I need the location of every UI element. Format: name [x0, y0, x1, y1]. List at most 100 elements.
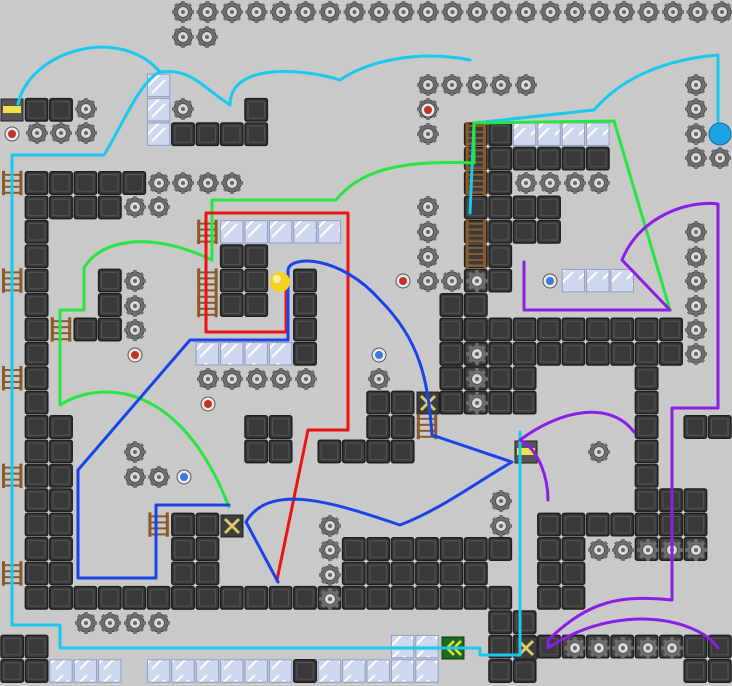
- cog-icon: [588, 1, 611, 23]
- wall-block-icon: [418, 564, 436, 583]
- wall-block-icon: [125, 174, 143, 192]
- wall-block-icon: [442, 589, 461, 607]
- wall-block-icon: [247, 418, 265, 436]
- wall-block-icon: [634, 512, 659, 537]
- wall-block-icon: [27, 540, 46, 558]
- wall-block-icon: [537, 146, 561, 171]
- wall-block-icon: [467, 589, 485, 607]
- mine-icon: [4, 126, 20, 142]
- wall-block-icon: [345, 540, 363, 558]
- wall-block-icon: [442, 393, 461, 412]
- wall-block-icon: [439, 561, 464, 586]
- wall-block-icon: [711, 662, 729, 680]
- wall-block-icon: [0, 659, 25, 683]
- wall-block-icon: [488, 317, 513, 342]
- cog-icon: [221, 368, 243, 390]
- wall-block-icon: [101, 271, 119, 290]
- wall-block-icon: [247, 442, 265, 461]
- wall-block-icon: [73, 195, 98, 220]
- cog-icon: [637, 539, 659, 561]
- cog-icon: [246, 368, 268, 390]
- wall-block-icon: [369, 540, 387, 558]
- cog-icon: [75, 612, 97, 634]
- wall-block-icon: [537, 561, 561, 586]
- purple-path: [518, 201, 720, 650]
- wall-block-icon: [512, 219, 537, 244]
- cog-icon: [588, 637, 610, 659]
- wall-block-icon: [97, 585, 122, 610]
- blue-path: [76, 259, 514, 584]
- cog-icon: [196, 26, 218, 48]
- wall-block-icon: [369, 418, 387, 436]
- wall-block-icon: [561, 537, 586, 561]
- cog-icon: [685, 147, 707, 169]
- ladder-icon: [465, 219, 486, 244]
- wall-block-icon: [198, 515, 217, 534]
- wall-block-icon: [293, 293, 317, 317]
- ladder-icon: [465, 170, 486, 196]
- wall-block-icon: [27, 418, 46, 436]
- mine-icon: [420, 102, 436, 118]
- glass-block-icon: [220, 659, 244, 683]
- wall-block-icon: [683, 512, 708, 537]
- wall-block-icon: [97, 171, 122, 195]
- wall-block-icon: [52, 564, 70, 583]
- wall-block-icon: [442, 540, 461, 558]
- wall-block-icon: [73, 585, 98, 610]
- wall-block-icon: [52, 540, 70, 558]
- wall-block-icon: [537, 512, 561, 537]
- wall-block-icon: [683, 659, 708, 683]
- glass-block-icon: [561, 268, 586, 293]
- wall-block-icon: [24, 512, 49, 537]
- wall-block-icon: [613, 345, 631, 363]
- glass-block-icon: [610, 268, 634, 293]
- cog-icon: [124, 441, 146, 463]
- wall-block-icon: [219, 122, 244, 147]
- wall-block-icon: [76, 174, 95, 192]
- wall-block-icon: [24, 415, 49, 439]
- wall-block-icon: [24, 317, 49, 342]
- wall-block-icon: [122, 585, 147, 610]
- glass-block-icon: [317, 659, 342, 683]
- cog-icon: [685, 246, 707, 268]
- wall-block-icon: [634, 415, 659, 439]
- cog-icon: [417, 1, 439, 23]
- player-ball-icon[interactable]: [708, 122, 732, 146]
- wall-block-icon: [537, 219, 561, 244]
- wall-block-icon: [195, 561, 220, 586]
- cog-icon: [148, 612, 170, 634]
- wall-block-icon: [52, 198, 70, 217]
- wall-block-icon: [24, 463, 49, 488]
- wall-block-icon: [27, 491, 46, 509]
- wall-block-icon: [659, 341, 683, 366]
- wall-block-icon: [488, 610, 513, 635]
- wall-block-icon: [49, 537, 73, 561]
- wall-block-icon: [244, 415, 269, 439]
- cog-icon: [539, 172, 561, 194]
- cog-icon: [612, 637, 634, 659]
- wall-block-icon: [27, 198, 46, 217]
- wall-block-icon: [540, 540, 558, 558]
- glass-block-icon: [342, 659, 366, 683]
- wall-block-icon: [24, 341, 49, 366]
- wall-block-icon: [49, 97, 73, 122]
- wall-block-icon: [24, 561, 49, 586]
- cog-icon: [588, 172, 610, 194]
- wall-block-icon: [707, 659, 732, 683]
- wall-block-icon: [415, 585, 439, 610]
- cog-icon: [466, 343, 488, 365]
- wall-block-icon: [24, 585, 49, 610]
- wall-block-icon: [415, 561, 439, 586]
- wall-block-icon: [488, 366, 513, 391]
- wall-block-icon: [585, 512, 610, 537]
- goal-ball-icon[interactable]: [270, 272, 290, 292]
- wall-block-icon: [366, 439, 391, 464]
- glass-block-icon: [195, 342, 220, 366]
- wall-block-icon: [76, 589, 95, 607]
- cog-icon: [685, 343, 707, 365]
- wall-block-icon: [561, 146, 586, 171]
- wall-block-icon: [198, 564, 217, 583]
- mine-icon: [395, 273, 411, 289]
- wall-block-icon: [540, 223, 558, 241]
